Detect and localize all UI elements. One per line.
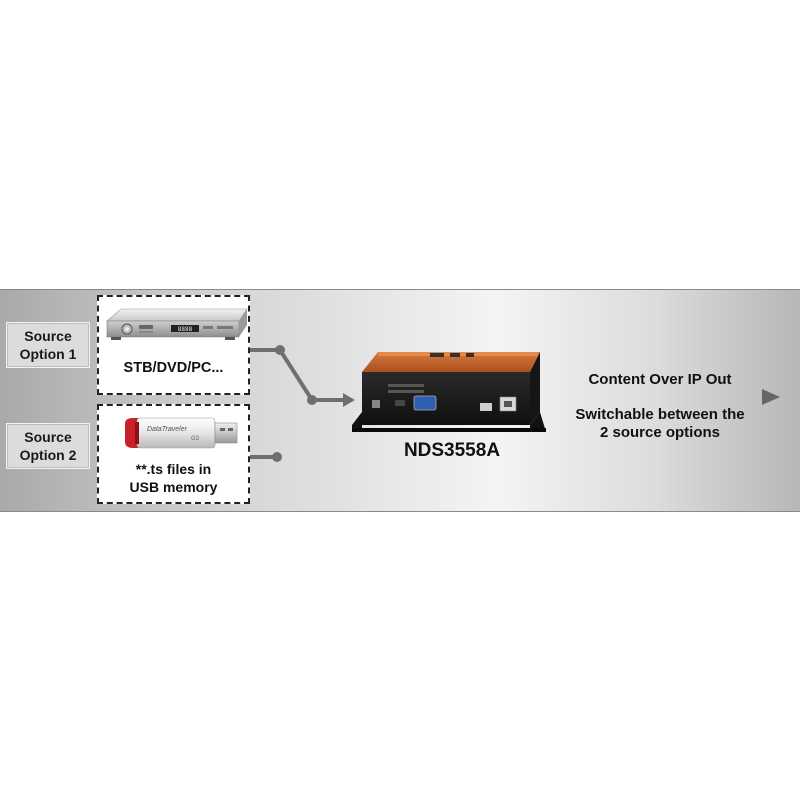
output-title: Content Over IP Out — [588, 371, 732, 388]
usb-brand-text: DataTraveler — [147, 426, 188, 433]
source-1-label-line1: Source — [24, 328, 72, 344]
svg-text:8888: 8888 — [178, 326, 193, 333]
output-note: Switchable between the 2 source options — [552, 406, 768, 442]
source-2-label-line2: Option 2 — [19, 447, 77, 463]
source-1-connector — [250, 345, 355, 407]
source-2-connector — [250, 452, 282, 462]
output-note-line2: 2 source options — [599, 424, 721, 441]
set-top-box-icon: 8888 — [106, 308, 248, 340]
source-1-text: STB/DVD/PC... — [99, 359, 248, 377]
device-name: NDS3558A — [403, 440, 501, 461]
usb-model-text: G3 — [191, 436, 200, 442]
output-note-line1: Switchable between the — [575, 406, 745, 423]
source-1-text-line1: STB/DVD/PC... — [123, 360, 224, 376]
source-2-label-line1: Source — [24, 429, 72, 445]
source-2-text-line1: **.ts files in — [135, 461, 212, 477]
usb-stick-icon: DataTraveler G3 — [125, 417, 238, 449]
source-2-box: DataTraveler G3 **.ts files in USB memor… — [97, 404, 250, 504]
source-2-text-line2: USB memory — [129, 479, 218, 495]
encoder-device-icon — [352, 352, 546, 432]
source-1-box: 8888 STB/DVD/PC... — [97, 295, 250, 395]
ip-output-arrow — [548, 389, 780, 405]
source-option-1-label: Source Option 1 — [6, 322, 90, 368]
source-1-label-line2: Option 1 — [19, 346, 77, 362]
source-2-text: **.ts files in USB memory — [99, 460, 248, 496]
source-option-2-label: Source Option 2 — [6, 423, 90, 469]
